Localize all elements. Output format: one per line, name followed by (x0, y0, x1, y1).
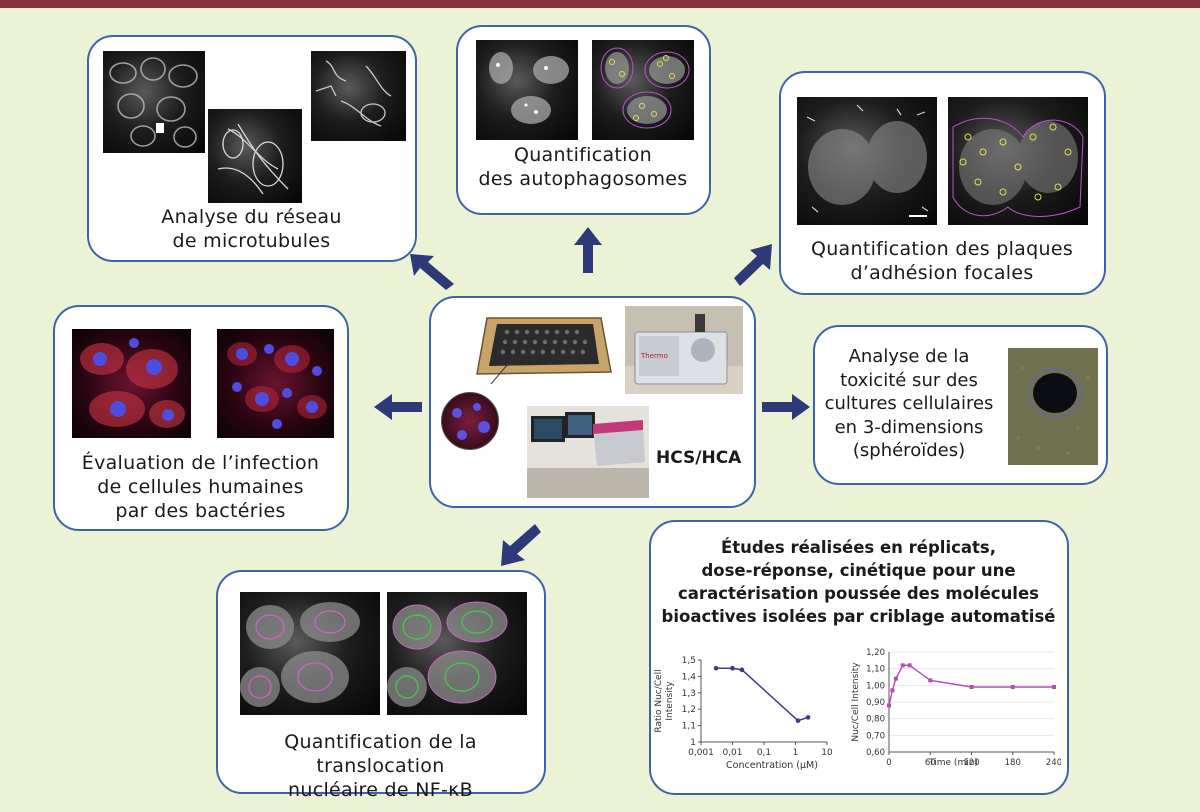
autophagosomes-image-2 (592, 40, 694, 140)
panel-translocation: Quantification de la translocation nuclé… (216, 570, 546, 801)
x-axis-title: Time (min) (928, 758, 978, 768)
infection-image-2 (217, 329, 334, 438)
data-point (1010, 685, 1015, 689)
y-tick-label: 0,60 (866, 748, 885, 758)
panel-autophagosomes: Quantification des autophagosomes (456, 25, 711, 215)
microtubules-caption: Analyse du réseau de microtubules (161, 206, 342, 252)
data-point (730, 665, 735, 671)
translocation-image-2 (387, 592, 527, 715)
studies-title: Études réalisées en réplicats, dose-répo… (661, 538, 1056, 626)
arrow-to-adhesion (734, 244, 772, 286)
hcs-instrument-photo: Thermo (625, 306, 743, 394)
panel-toxicity: Analyse de la toxicité sur des cultures … (813, 325, 1108, 485)
x-tick-label: 60 (925, 758, 936, 768)
adhesion-caption: Quantification des plaques d’adhésion fo… (810, 238, 1074, 284)
y-tick-label: 1,20 (866, 648, 885, 658)
y-tick-label: 1,2 (682, 705, 696, 715)
arrow-to-microtubules (410, 254, 454, 290)
spheroid-image (1008, 348, 1098, 465)
data-point (1052, 685, 1056, 689)
panel-hcs-hca: Thermo HCS/HCA (429, 296, 756, 508)
y-tick-label: 1,00 (866, 681, 885, 691)
data-point (907, 663, 912, 668)
data-point (900, 663, 905, 668)
y-tick-label: 0,80 (866, 715, 885, 725)
y-tick-label: 0,90 (866, 698, 885, 708)
hcs-hca-label: HCS/HCA (656, 448, 742, 468)
x-tick-label: 0,01 (722, 748, 742, 758)
data-point (795, 718, 801, 723)
x-tick-label: 10 (821, 748, 833, 758)
adhesion-image-2 (948, 97, 1088, 225)
autophagosomes-image-1 (476, 40, 578, 140)
x-tick-label: 120 (963, 758, 979, 768)
data-point (887, 703, 891, 708)
panel-infection: Évaluation de l’infection de cellules hu… (53, 305, 349, 531)
data-point (969, 685, 974, 689)
adhesion-image-1 (797, 97, 937, 225)
infection-caption: Évaluation de l’infection de cellules hu… (81, 452, 320, 522)
y-tick-label: 1,1 (682, 722, 696, 732)
panel-studies: Études réalisées en réplicats, dose-répo… (649, 520, 1069, 795)
microtubules-image-2 (208, 109, 302, 203)
autophagosomes-caption: Quantification des autophagosomes (478, 144, 688, 190)
toxicity-caption: Analyse de la toxicité sur des cultures … (824, 346, 994, 461)
data-point (893, 676, 898, 681)
x-tick-label: 0,1 (757, 748, 771, 758)
y-tick-label: 1,3 (682, 689, 696, 699)
x-tick-label: 0,001 (688, 748, 714, 758)
dose-response-chart: 1 1,1 1,2 1,3 1,4 1,5 0,001 0,01 0,1 1 10Concentra… (654, 656, 833, 771)
x-tick-label: 0 (886, 758, 891, 768)
data-point (890, 688, 895, 693)
top-rule (0, 0, 1200, 8)
x-axis-title: Concentration (µM) (726, 760, 818, 771)
y-axis-title-1: Ratio Nuc/Cell (654, 669, 664, 732)
arrow-to-toxicity (762, 394, 810, 420)
y-tick-label: 0,70 (866, 731, 885, 741)
x-tick-label: 180 (1005, 758, 1021, 768)
y-tick-label: 1,4 (682, 672, 697, 682)
arrow-to-infection (374, 394, 422, 420)
microplate-photo (473, 312, 613, 385)
data-point (928, 678, 933, 683)
well-zoom (441, 392, 499, 450)
svg-text:Thermo: Thermo (640, 352, 668, 360)
data-point (713, 665, 719, 671)
panel-focal-adhesion: Quantification des plaques d’adhésion fo… (779, 71, 1106, 295)
y-axis-title: Nuc/Cell Intensity (851, 662, 861, 742)
workstation-photo (527, 406, 649, 498)
y-tick-label: 1,10 (866, 665, 885, 675)
x-tick-label: 240 (1046, 758, 1061, 768)
microtubules-image-1 (103, 51, 205, 153)
y-tick-label: 1,5 (682, 656, 696, 666)
kinetics-chart: 0,60 0,70 0,80 0,90 1,00 1,10 1,20 0 60 120 180 240… (851, 648, 1061, 768)
data-point (739, 667, 745, 673)
x-tick-label: 1 (793, 748, 799, 758)
translocation-image-1 (240, 592, 380, 715)
y-axis-title-2: Intensity (665, 681, 675, 721)
arrow-to-autophagosomes (574, 227, 602, 273)
series-line (716, 667, 809, 722)
infection-image-1 (72, 329, 191, 438)
y-tick-label: 1 (690, 738, 696, 748)
translocation-caption: Quantification de la translocation nuclé… (284, 731, 477, 801)
data-point (805, 715, 811, 720)
arrow-to-translocation (501, 524, 541, 566)
microtubules-image-3 (311, 51, 406, 141)
panel-microtubules: Analyse du réseau de microtubules (87, 35, 417, 262)
